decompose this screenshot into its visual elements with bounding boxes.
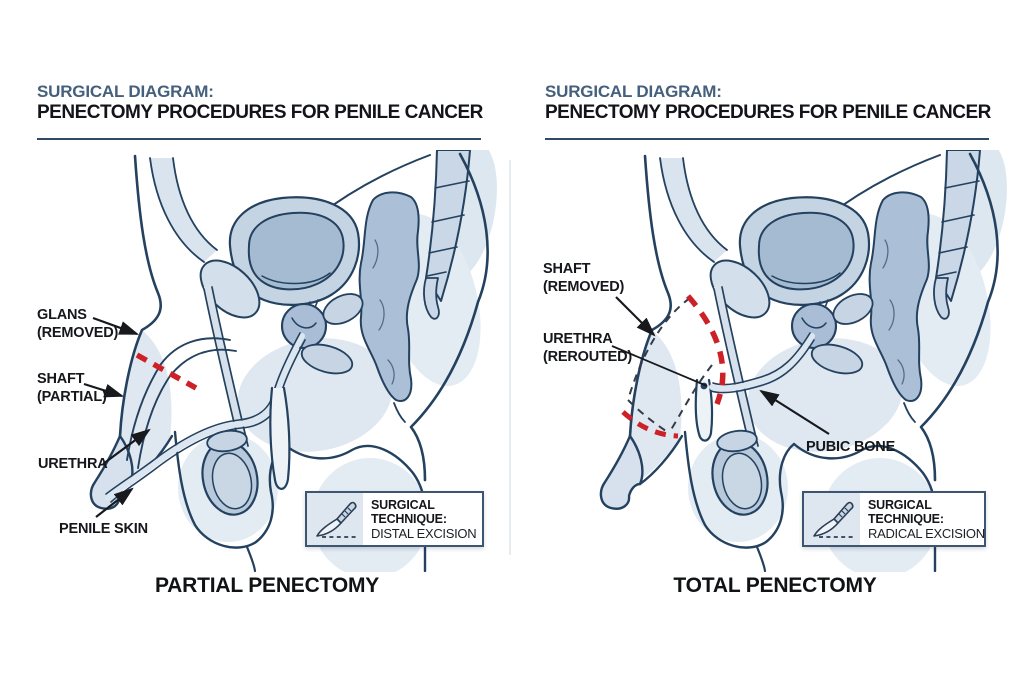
label-shaft-partial: SHAFT (PARTIAL)	[37, 371, 107, 407]
label-urethra-rerouted: URETHRA (REROUTED)	[543, 331, 632, 367]
technique-box-total-text: SURGICAL TECHNIQUE: RADICAL EXCISION	[860, 493, 985, 545]
label-shaft-removed-line2: (REMOVED)	[543, 278, 625, 295]
technique-box-partial-bold2: TECHNIQUE:	[371, 512, 447, 526]
label-shaft-removed-line1: SHAFT	[543, 261, 591, 277]
label-urethra: URETHRA	[38, 456, 108, 474]
technique-box-total: SURGICAL TECHNIQUE: RADICAL EXCISION	[802, 491, 986, 547]
label-glans: GLANS (REMOVED)	[37, 307, 118, 343]
removed-shaft-dashed-outline	[627, 297, 713, 434]
total-cut-line-distal	[621, 410, 679, 439]
label-urethra-line1: URETHRA	[38, 456, 108, 472]
label-urethra-rerouted-line1: URETHRA	[543, 331, 613, 347]
left-header-title: PENECTOMY PROCEDURES FOR PENILE CANCER	[37, 102, 483, 123]
technique-box-partial-technique: DISTAL EXCISION	[371, 526, 477, 541]
right-header-rule	[545, 138, 989, 140]
right-header-title: PENECTOMY PROCEDURES FOR PENILE CANCER	[545, 102, 991, 123]
technique-box-partial-text: SURGICAL TECHNIQUE: DISTAL EXCISION	[363, 493, 477, 545]
label-penile-skin-line1: PENILE SKIN	[59, 521, 148, 537]
caption-partial: PARTIAL PENECTOMY	[154, 574, 380, 597]
scalpel-icon	[307, 493, 363, 545]
label-shaft-partial-line2: (PARTIAL)	[37, 388, 107, 405]
caption-total: TOTAL PENECTOMY	[673, 574, 877, 597]
label-glans-line1: GLANS	[37, 307, 87, 323]
technique-box-partial: SURGICAL TECHNIQUE: DISTAL EXCISION	[305, 491, 484, 547]
label-pubic-bone: PUBIC BONE	[806, 439, 895, 457]
technique-box-total-bold2: TECHNIQUE:	[868, 512, 944, 526]
label-shaft-partial-line1: SHAFT	[37, 371, 85, 387]
label-pubic-bone-line1: PUBIC BONE	[806, 439, 896, 455]
technique-box-total-technique: RADICAL EXCISION	[868, 526, 985, 541]
scalpel-icon	[804, 493, 860, 545]
left-header-rule	[37, 138, 481, 140]
technique-box-total-bold1: SURGICAL	[868, 498, 932, 512]
technique-box-partial-bold1: SURGICAL	[371, 498, 435, 512]
panel-divider	[509, 160, 511, 555]
label-glans-line2: (REMOVED)	[37, 324, 119, 341]
right-header-kicker: SURGICAL DIAGRAM:	[545, 82, 722, 101]
label-shaft-removed: SHAFT (REMOVED)	[543, 261, 624, 297]
label-urethra-rerouted-line2: (REROUTED)	[543, 348, 633, 365]
left-header-kicker: SURGICAL DIAGRAM:	[37, 82, 214, 101]
label-penile-skin: PENILE SKIN	[59, 521, 148, 539]
